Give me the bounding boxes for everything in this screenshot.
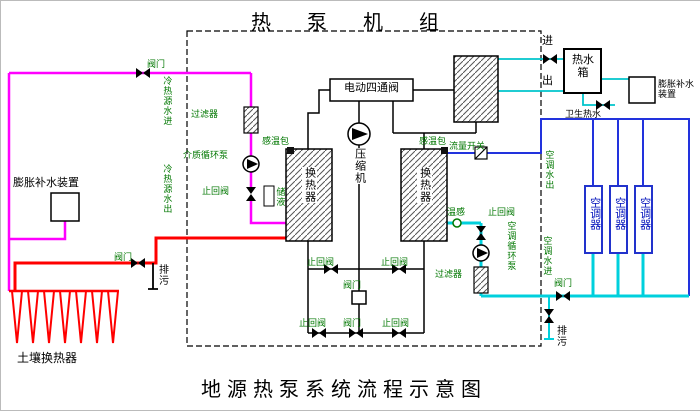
temp-sensor-symbol (452, 218, 462, 228)
soil-heat-exchanger-label: 土壤换热器 (17, 351, 78, 365)
air-conditioner-3-label: 空调器 (638, 197, 651, 230)
check-valve-left-label: 止回阀 (202, 186, 230, 196)
ac-supply-pipes (447, 118, 690, 296)
four-way-valve-box (329, 78, 414, 102)
filter-left-label: 过滤器 (191, 109, 219, 119)
hot-water-pipes (498, 58, 629, 106)
four-way-valve-label: 电动四通阀 (344, 82, 399, 94)
filter-ac-label: 过滤器 (435, 269, 463, 279)
heat-exchanger-left-label: 换热器 (302, 167, 317, 203)
medium-pump-label: 介质循环泵 (183, 150, 229, 160)
expansion-device-right-box (628, 76, 656, 104)
air-conditioner-2-label: 空调器 (613, 197, 626, 230)
receiver-label: 储液 (275, 187, 286, 207)
valve-bottom-left-label: 阀门 (114, 252, 133, 262)
source-water-in-label: 冷热源水进 (162, 76, 173, 126)
hot-water-tank-label: 热水箱 (572, 54, 594, 79)
hot-water-coil (453, 55, 499, 123)
outlet-label: 出 (542, 75, 553, 87)
air-conditioner-2-box (609, 185, 628, 254)
valve-mid-label: 阀门 (343, 280, 362, 290)
bulb-right-symbol (441, 147, 448, 154)
air-conditioner-3-box (634, 185, 653, 254)
check-valve-mid-right-label: 止回阀 (381, 257, 409, 267)
drain-left-pipe (148, 263, 158, 290)
soil-heat-exchanger-coils (11, 290, 119, 344)
check-valve-mid-left-label: 止回阀 (307, 257, 335, 267)
air-conditioner-1-label: 空调器 (588, 197, 601, 230)
flow-switch-label: 流量开关 (449, 141, 486, 151)
bulb-left-label: 感温包 (262, 136, 290, 146)
drain-right-label: 排污 (554, 325, 566, 347)
temp-sensor-label: 温感 (447, 207, 466, 217)
diagram-title-top: 热泵机组 (251, 12, 475, 34)
ac-water-out-label: 空调水出 (544, 150, 555, 190)
bulb-left-symbol (287, 147, 294, 154)
ac-water-in-label: 空调水进 (542, 236, 553, 276)
heat-exchanger-right-label: 换热器 (417, 167, 432, 203)
valve-top-left-label: 阀门 (147, 59, 166, 69)
diagram-title-bottom: 地源热泵系统流程示意图 (201, 379, 487, 401)
source-in-pipes (7, 71, 286, 291)
receiver-symbol (263, 185, 275, 207)
check-valve-ac-label: 止回阀 (488, 207, 516, 217)
source-water-out-label: 冷热源水出 (162, 164, 173, 214)
inlet-label: 进 (542, 35, 553, 47)
valve-mid-box-symbol (351, 290, 367, 305)
filter-left-symbol (243, 106, 259, 134)
hot-water-tank-box (563, 48, 602, 94)
valve-bottom-label: 阀门 (343, 318, 362, 328)
check-valve-bottom-left-label: 止回阀 (299, 318, 327, 328)
compressor-label: 压缩机 (352, 148, 367, 184)
source-out-pipes (9, 236, 286, 344)
expansion-right-label: 膨胀补水装置 (658, 79, 695, 100)
ac-pump-label: 空调循环泵 (506, 221, 517, 271)
valve-ac-label: 阀门 (554, 278, 573, 288)
component-symbols (50, 48, 656, 338)
bulb-right-label: 感温包 (419, 136, 447, 146)
expansion-left-label: 膨胀补水装置 (13, 177, 79, 189)
check-valve-bottom-right-label: 止回阀 (382, 318, 410, 328)
refrigerant-pipes (148, 89, 477, 334)
sanitary-hot-water-label: 卫生热水 (565, 109, 602, 119)
filter-ac-symbol (473, 266, 489, 294)
expansion-device-left-box (50, 192, 80, 222)
air-conditioner-1-box (584, 185, 603, 254)
drain-left-label: 排污 (156, 264, 168, 286)
unit-boundary (186, 30, 542, 347)
